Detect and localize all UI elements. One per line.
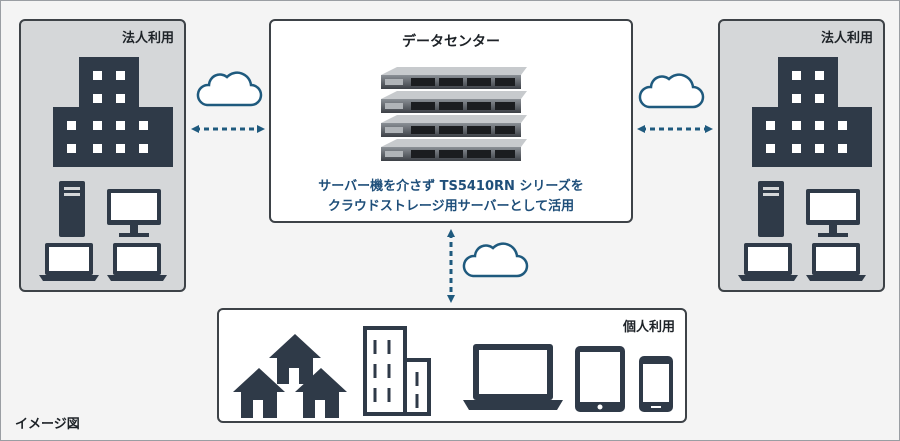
datacenter-panel: データセンター [269,19,633,223]
datacenter-description: サーバー機を介さず TS5410RN シリーズを クラウドストレージ用サーバーと… [271,177,631,217]
personal-label: 個人利用 [622,320,675,335]
laptop-icon [39,243,99,281]
corporate-label-left: 法人利用 [121,31,174,46]
monitor-icon [806,189,860,237]
cloud-icon [638,73,705,109]
house-icon [295,368,347,418]
corporate-devices-left [39,57,173,281]
corporate-panel-left: 法人利用 [19,19,186,292]
corporate-devices-right [738,57,872,281]
cloud-icon [196,71,263,107]
tower-pc-icon [758,181,784,237]
datacenter-description-line2: クラウドストレージ用サーバーとして活用 [327,199,575,214]
rack-servers-image [381,67,527,161]
office-building-icon [752,57,872,167]
server-unit-icon [381,67,527,89]
figure-caption: イメージ図 [15,417,80,432]
personal-devices [233,326,673,418]
smartphone-icon [639,356,673,412]
laptop-icon [806,243,866,281]
tower-pc-icon [59,181,85,237]
laptop-icon [463,344,563,410]
laptop-icon [107,243,167,281]
datacenter-title: データセンター [402,34,500,50]
tablet-icon [575,346,625,412]
server-unit-icon [381,115,527,137]
personal-panel: 個人利用 [217,308,687,423]
server-unit-icon [381,139,527,161]
laptop-icon [738,243,798,281]
corporate-label-right: 法人利用 [820,31,873,46]
monitor-icon [107,189,161,237]
corporate-panel-right: 法人利用 [718,19,885,292]
datacenter-description-line1: サーバー機を介さず TS5410RN シリーズを [318,179,584,194]
apartment-building-icon [363,326,431,416]
house-icon [269,334,321,384]
cloud-icon [462,242,529,278]
server-unit-icon [381,91,527,113]
office-building-icon [53,57,173,167]
house-icon [233,368,285,418]
